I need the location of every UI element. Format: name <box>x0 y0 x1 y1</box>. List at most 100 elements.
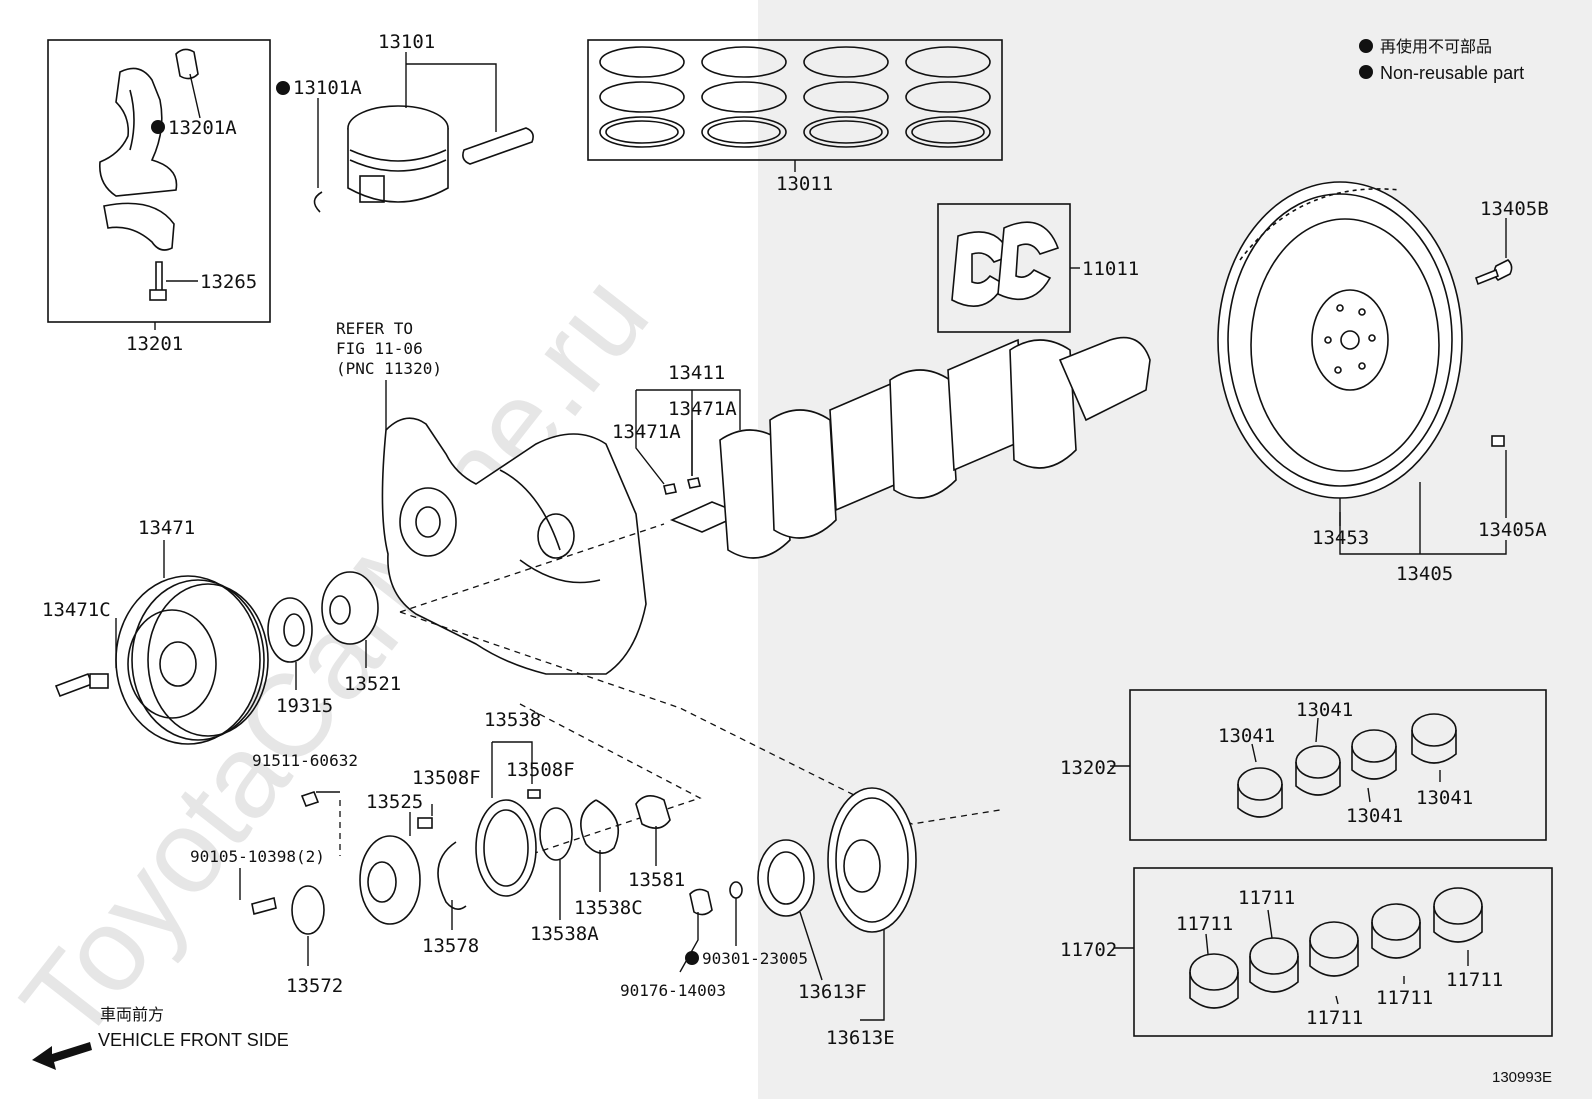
label-13405A: 13405A <box>1478 519 1547 541</box>
crank-web-4 <box>1009 339 1077 469</box>
thrust-washer-right-icon <box>997 221 1060 301</box>
label-13041-4: 13041 <box>1416 787 1473 809</box>
oil-seal-icon <box>757 839 815 917</box>
main-bearing-3 <box>1309 921 1359 977</box>
ring-stack-1 <box>599 46 685 148</box>
label-13508F-2: 13508F <box>506 759 575 781</box>
label-13471: 13471 <box>138 517 195 539</box>
conrod-bearing-1 <box>1237 767 1283 818</box>
thrust-plate[interactable] <box>291 885 325 966</box>
plunger-icon <box>635 795 671 829</box>
rod-bolt-head <box>149 289 167 301</box>
label-13578: 13578 <box>422 935 479 957</box>
label-13041-3: 13041 <box>1346 805 1403 827</box>
thrust-washer-left-icon <box>951 231 1012 308</box>
vehicle-front-jp: 車両前方 <box>100 1005 164 1024</box>
label-11711-2: 11711 <box>1238 887 1295 909</box>
thrust-washer-set[interactable] <box>937 203 1080 333</box>
conrod-bearing-box <box>1129 689 1547 841</box>
diagram-code: 130993E <box>1492 1069 1552 1086</box>
label-13405: 13405 <box>1396 563 1453 585</box>
crank-timing-gear[interactable] <box>321 571 379 668</box>
label-13538A: 13538A <box>530 923 599 945</box>
label-13453: 13453 <box>1312 527 1369 549</box>
snap-ring-13538C-icon <box>580 799 619 854</box>
label-13041-2: 13041 <box>1296 699 1353 721</box>
refer-note-line2: FIG 11-06 <box>336 339 423 358</box>
label-11711-4: 11711 <box>1376 987 1433 1009</box>
pin-13508F-1-icon <box>417 817 433 829</box>
main-bearing-4 <box>1371 903 1421 959</box>
label-13471C: 13471C <box>42 599 111 621</box>
label-13572: 13572 <box>286 975 343 997</box>
label-13265: 13265 <box>200 271 257 293</box>
plug-90176-icon <box>689 888 713 916</box>
legend-jp-text: 再使用不可部品 <box>1380 37 1492 56</box>
label-13471A-1: 13471A <box>668 398 737 420</box>
vehicle-front-en: VEHICLE FRONT SIDE <box>98 1030 289 1050</box>
gasket-90301-icon <box>729 881 743 899</box>
crankshaft-pulley[interactable] <box>54 540 269 745</box>
balance-gear[interactable] <box>359 812 421 925</box>
ring-gear-teeth <box>1239 188 1401 261</box>
camshaft-gear-13613E[interactable] <box>827 787 917 1021</box>
label-13521: 13521 <box>344 673 401 695</box>
piston-assembly[interactable] <box>313 52 534 213</box>
crankshaft[interactable] <box>635 336 1151 559</box>
knock-pin-icon <box>1491 435 1505 447</box>
crank-flange <box>1058 336 1151 422</box>
balance-shaft-gear[interactable] <box>475 741 537 897</box>
snap-ring-icon <box>313 191 323 213</box>
pin-13508F-2-icon <box>527 789 541 799</box>
label-13411: 13411 <box>668 362 725 384</box>
main-bearing-set[interactable] <box>1114 867 1553 1037</box>
flywheel-hub-icon <box>1311 289 1389 391</box>
connecting-rod-icon <box>99 67 178 197</box>
label-13525: 13525 <box>366 791 423 813</box>
label-13101A: 13101A <box>293 77 362 99</box>
piston-pin-boss <box>359 175 385 203</box>
label-11711-3: 11711 <box>1306 1007 1363 1029</box>
crank-web-2 <box>769 409 837 539</box>
label-13201: 13201 <box>126 333 183 355</box>
non-reusable-dot-13201A <box>151 120 165 134</box>
flywheel-face <box>1250 218 1440 472</box>
ring-stack-2 <box>701 46 787 148</box>
crank-web-3 <box>889 369 957 499</box>
connecting-rod-assembly[interactable] <box>47 39 271 330</box>
arrow-left-icon <box>32 1042 92 1070</box>
label-13471A-2: 13471A <box>612 421 681 443</box>
label-13613F: 13613F <box>798 981 867 1003</box>
gasket-13538A-icon <box>539 807 573 861</box>
main-bearing-2 <box>1249 937 1299 993</box>
timing-cover-icon <box>381 417 647 675</box>
piston-ring-grooves <box>349 149 447 172</box>
vehicle-front-indicator: 車両前方 VEHICLE FRONT SIDE <box>32 1005 289 1070</box>
main-bearing-1 <box>1189 953 1239 1009</box>
label-90176: 90176-14003 <box>620 981 726 1000</box>
label-13508F-1: 13508F <box>412 767 481 789</box>
conrod-bearing-3 <box>1351 729 1397 780</box>
conrod-bearing-set[interactable] <box>1110 689 1547 841</box>
pulley-bolt-icon <box>54 672 94 698</box>
non-reusable-dot-13101A <box>276 81 290 95</box>
pulley-hub <box>159 641 197 687</box>
label-13041-1: 13041 <box>1218 725 1275 747</box>
legend: 再使用不可部品 Non-reusable part <box>1359 37 1524 83</box>
label-19315: 19315 <box>276 695 333 717</box>
main-bearing-5 <box>1433 887 1483 943</box>
oil-seal-13613F[interactable] <box>757 839 823 981</box>
piston-ring-set[interactable] <box>587 39 1003 172</box>
conrod-bearing-4 <box>1411 713 1457 764</box>
plunger-13581[interactable] <box>635 795 671 866</box>
flywheel-assembly[interactable] <box>1217 181 1513 555</box>
conrod-bearing-2 <box>1295 745 1341 796</box>
sensor-plate-icon <box>267 597 313 663</box>
non-reusable-dot-90301 <box>685 951 699 965</box>
legend-dot-jp <box>1359 39 1373 53</box>
woodruff-key-1 <box>663 483 677 495</box>
pulley-bolt-head <box>89 673 109 689</box>
timing-rotor[interactable] <box>267 597 313 690</box>
label-13405B: 13405B <box>1480 198 1549 220</box>
